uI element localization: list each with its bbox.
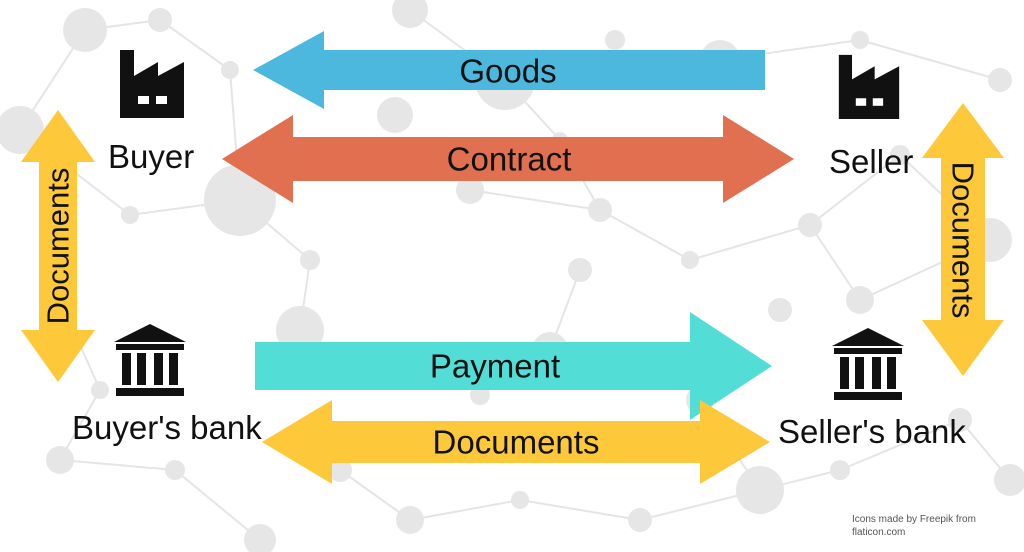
payment-label: Payment bbox=[429, 347, 561, 385]
documents-seller-label: Documents bbox=[945, 161, 981, 319]
icon-credit-line1: Icons made by Freepik from bbox=[852, 514, 976, 525]
sellers-bank-icon bbox=[832, 328, 904, 400]
buyers-bank-label: Buyer's bank bbox=[72, 409, 262, 446]
buyer-label: Buyer bbox=[108, 138, 195, 175]
sellers-bank-label: Seller's bank bbox=[778, 413, 966, 450]
documents-banks-arrow bbox=[262, 400, 770, 484]
goods-label: Goods bbox=[459, 52, 557, 90]
contract-arrow bbox=[222, 115, 794, 203]
documents-seller-arrow bbox=[922, 103, 1004, 376]
seller-label: Seller bbox=[829, 143, 914, 180]
documents-buyer-arrow bbox=[21, 110, 95, 382]
payment-arrow bbox=[255, 312, 772, 420]
icon-credit: Icons made by Freepik from flaticon.com bbox=[852, 514, 976, 539]
icon-credit-line2: flaticon.com bbox=[852, 526, 906, 538]
documents-buyer-label: Documents bbox=[40, 167, 76, 325]
seller-factory-icon bbox=[838, 54, 900, 119]
buyer-factory-icon bbox=[120, 50, 184, 118]
buyers-bank-icon bbox=[114, 324, 186, 396]
contract-label: Contract bbox=[446, 140, 572, 178]
documents-banks-label: Documents bbox=[432, 423, 600, 461]
goods-arrow bbox=[253, 31, 765, 109]
